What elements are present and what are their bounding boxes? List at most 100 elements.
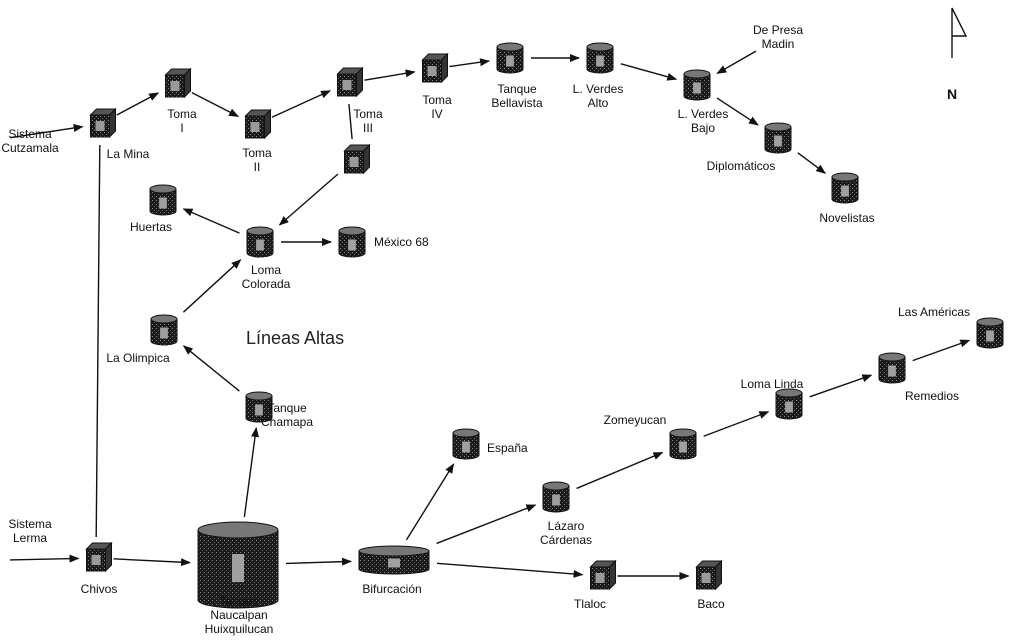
label-novelistas-line-0: Novelistas (819, 211, 874, 225)
node-remedios-cyl-icon (878, 352, 906, 384)
label-huertas-line-0: Huertas (130, 220, 172, 234)
label-baco: Baco (697, 597, 725, 611)
label-chivos: Chivos (81, 582, 118, 596)
edge-naucalpan-to-bifurcacion (285, 557, 353, 566)
label-mexico68: México 68 (374, 235, 429, 249)
node-lazaro-cyl-icon (542, 481, 570, 513)
edge-naucalpan-to-chamapa (243, 426, 259, 518)
label-presamadin-line-0: De Presa (753, 23, 803, 37)
label-diplomaticos: Diplomáticos (707, 159, 776, 173)
edge-chivos-to-naucalpan (113, 558, 192, 567)
label-lomalinda: Loma Linda (741, 377, 804, 391)
node-toma3b-cube-icon (343, 143, 371, 175)
label-tlaloc-line-0: Tlaloc (574, 597, 606, 611)
north-label: N (947, 86, 957, 102)
node-naucalpan-bigcyl-icon (197, 521, 279, 609)
label-diplomaticos-line-0: Diplomáticos (707, 159, 776, 173)
label-lomacolorada-line-1: Colorada (242, 277, 291, 291)
label-toma2-line-0: Toma (242, 146, 272, 160)
edge-bifurcacion-to-tlaloc (436, 562, 584, 578)
node-novelistas-cyl-icon (831, 172, 859, 204)
label-lamina: La Mina (107, 147, 150, 161)
node-lverdesbajo-cyl-icon (683, 69, 711, 101)
edge-toma1-to-toma2 (191, 92, 240, 117)
edge-diplomaticos-to-novelistas (797, 152, 826, 174)
edge-toma3-to-toma3b (348, 103, 353, 140)
label-bellavista-line-0: Tanque (497, 82, 537, 96)
node-toma4-cube-icon (421, 52, 449, 84)
label-laolimpica-line-0: La Olimpica (106, 351, 170, 365)
label-lomacolorada-line-0: Loma (251, 263, 281, 277)
node-toma1-cube-icon (164, 67, 192, 99)
node-mexico68-cyl-icon (338, 226, 366, 258)
label-toma4-line-1: IV (431, 107, 442, 121)
edge-remedios-to-lasamericas (912, 339, 971, 362)
label-lomalinda-line-0: Loma Linda (741, 377, 804, 391)
node-zomeyucan-cyl-icon (669, 428, 697, 460)
node-diplomaticos-cyl-icon (764, 122, 792, 154)
edge-lverdesalto-to-lverdesbajo (620, 63, 678, 81)
nodes-layer (85, 42, 1004, 609)
label-lverdesbajo-line-0: L. Verdes (678, 107, 729, 121)
node-baco-cube-icon (695, 559, 723, 591)
node-tlaloc-cube-icon (589, 559, 617, 591)
label-bifurcacion-line-0: Bifurcación (362, 582, 421, 596)
title-group: Líneas Altas (246, 328, 344, 348)
label-naucalpan-line-0: Tanque (219, 594, 259, 608)
label-toma1-line-1: I (180, 121, 183, 135)
label-espana: España (487, 441, 528, 455)
label-bellavista-line-1: Bellavista (491, 96, 543, 110)
node-laolimpica-cyl-icon (150, 314, 178, 346)
diagram-title: Líneas Altas (246, 328, 344, 348)
label-lazaro-line-0: Lázaro (548, 519, 585, 533)
label-chamapa-line-0: Tanque (267, 401, 307, 415)
edge-toma3b-to-lomacolorada (278, 173, 339, 226)
label-lerma-line-0: Sistema (8, 517, 52, 531)
label-laolimpica: La Olimpica (106, 351, 170, 365)
label-chivos-line-0: Chivos (81, 582, 118, 596)
label-lverdesalto-line-1: Alto (588, 96, 609, 110)
node-lomalinda-cyl-icon (775, 388, 803, 420)
label-novelistas: Novelistas (819, 211, 874, 225)
label-toma3-line-1: III (363, 121, 373, 135)
edge-lazaro-to-zomeyucan (576, 451, 664, 490)
edge-toma4-to-bellavista (449, 58, 491, 68)
node-toma3-cube-icon (336, 66, 364, 98)
label-cutzamala-line-1: Cutzamala (1, 141, 59, 155)
label-lerma-line-1: Lerma (13, 531, 47, 545)
label-toma2-line-1: II (254, 160, 261, 174)
edge-presamadin-to-lverdesbajo (716, 50, 757, 75)
edge-lverdesbajo-to-diplomaticos (716, 97, 759, 126)
label-espana-line-0: España (487, 441, 528, 455)
label-mexico68-line-0: México 68 (374, 235, 429, 249)
edge-toma3-to-toma4 (364, 69, 416, 81)
label-toma3-line-0: Toma (353, 107, 383, 121)
label-baco-line-0: Baco (697, 597, 725, 611)
edges-layer (9, 50, 971, 580)
label-lamina-line-0: La Mina (107, 147, 150, 161)
edge-zomeyucan-to-lomalinda (703, 411, 770, 437)
node-lverdesalto-cyl-icon (586, 42, 614, 74)
node-bellavista-cyl-icon (496, 42, 524, 74)
node-lasamericas-cyl-icon (976, 317, 1004, 349)
edge-bifurcacion-to-lazaro (436, 504, 537, 545)
label-lverdesbajo-line-1: Bajo (691, 121, 715, 135)
label-huertas: Huertas (130, 220, 172, 234)
label-zomeyucan-line-0: Zomeyucan (604, 413, 667, 427)
edge-lamina-to-toma1 (116, 92, 160, 116)
label-tlaloc: Tlaloc (574, 597, 606, 611)
label-lverdesalto-line-0: L. Verdes (573, 82, 624, 96)
